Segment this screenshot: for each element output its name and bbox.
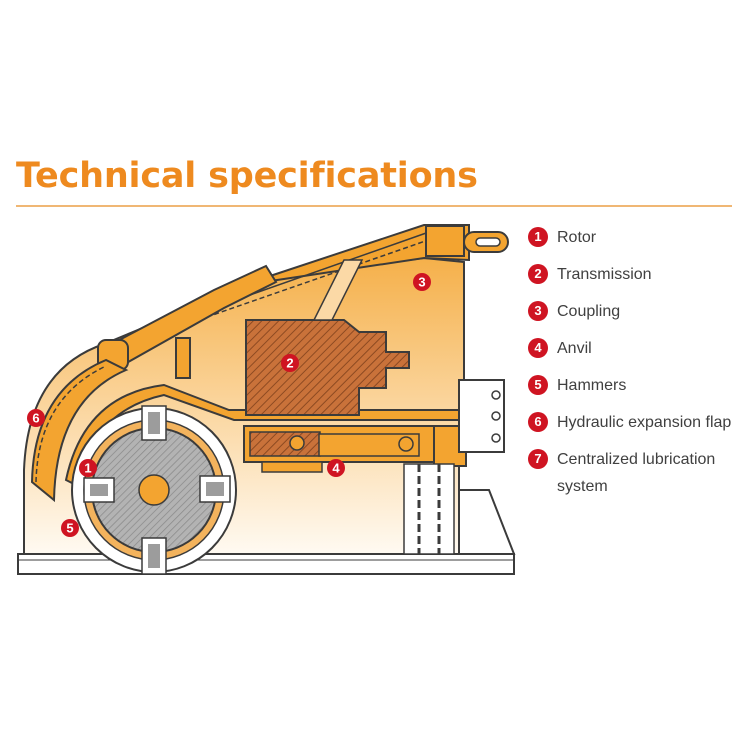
discharge-chains: [403, 463, 455, 555]
legend-item-coupling: 3 Coupling: [528, 298, 743, 325]
svg-text:6: 6: [32, 411, 39, 426]
legend-number-badge: 4: [528, 338, 548, 358]
legend-item-hydraulic-flap: 6 Hydraulic expansion flap: [528, 409, 743, 436]
rotor: [71, 405, 237, 575]
diagram-marker-4: 4: [327, 459, 345, 477]
legend-number-badge: 3: [528, 301, 548, 321]
diagram-marker-2: 2: [281, 354, 299, 372]
legend-label: Centralized lubrication system: [557, 451, 716, 495]
diagram-marker-6: 6: [27, 409, 45, 427]
title-divider: [16, 205, 732, 207]
legend-number-badge: 6: [528, 412, 548, 432]
legend-label: Hydraulic expansion flap: [557, 414, 732, 431]
legend-item-lubrication: 7 Centralized lubrication system: [528, 446, 743, 500]
svg-text:5: 5: [66, 521, 73, 536]
transmission-block: [245, 319, 410, 416]
legend-number-badge: 5: [528, 375, 548, 395]
hinge-bracket: [425, 225, 465, 257]
diagram-marker-1: 1: [79, 459, 97, 477]
legend-number-badge: 7: [528, 449, 548, 469]
expansion-flap: [30, 358, 129, 503]
svg-text:4: 4: [332, 461, 340, 476]
legend-number-badge: 2: [528, 264, 548, 284]
coupling-bracket: [312, 259, 364, 321]
legend-label: Hammers: [557, 377, 627, 394]
legend-item-rotor: 1 Rotor: [528, 224, 743, 251]
legend-number-badge: 1: [528, 227, 548, 247]
legend-item-transmission: 2 Transmission: [528, 261, 743, 288]
diagram-marker-3: 3: [413, 273, 431, 291]
parts-legend: 1 Rotor 2 Transmission 3 Coupling 4 Anvi…: [528, 224, 743, 510]
crusher-diagram: 1 2 3 4 5 6: [17, 224, 516, 575]
svg-text:2: 2: [286, 356, 293, 371]
diagram-marker-5: 5: [61, 519, 79, 537]
legend-label: Anvil: [557, 340, 592, 357]
base-frame: [17, 553, 515, 575]
page-title: Technical specifications: [16, 156, 478, 196]
legend-item-anvil: 4 Anvil: [528, 335, 743, 362]
legend-label: Coupling: [557, 303, 621, 320]
legend-label: Rotor: [557, 229, 597, 246]
legend-label: Transmission: [557, 266, 652, 283]
legend-item-hammers: 5 Hammers: [528, 372, 743, 399]
svg-text:3: 3: [418, 275, 425, 290]
svg-text:1: 1: [84, 461, 91, 476]
